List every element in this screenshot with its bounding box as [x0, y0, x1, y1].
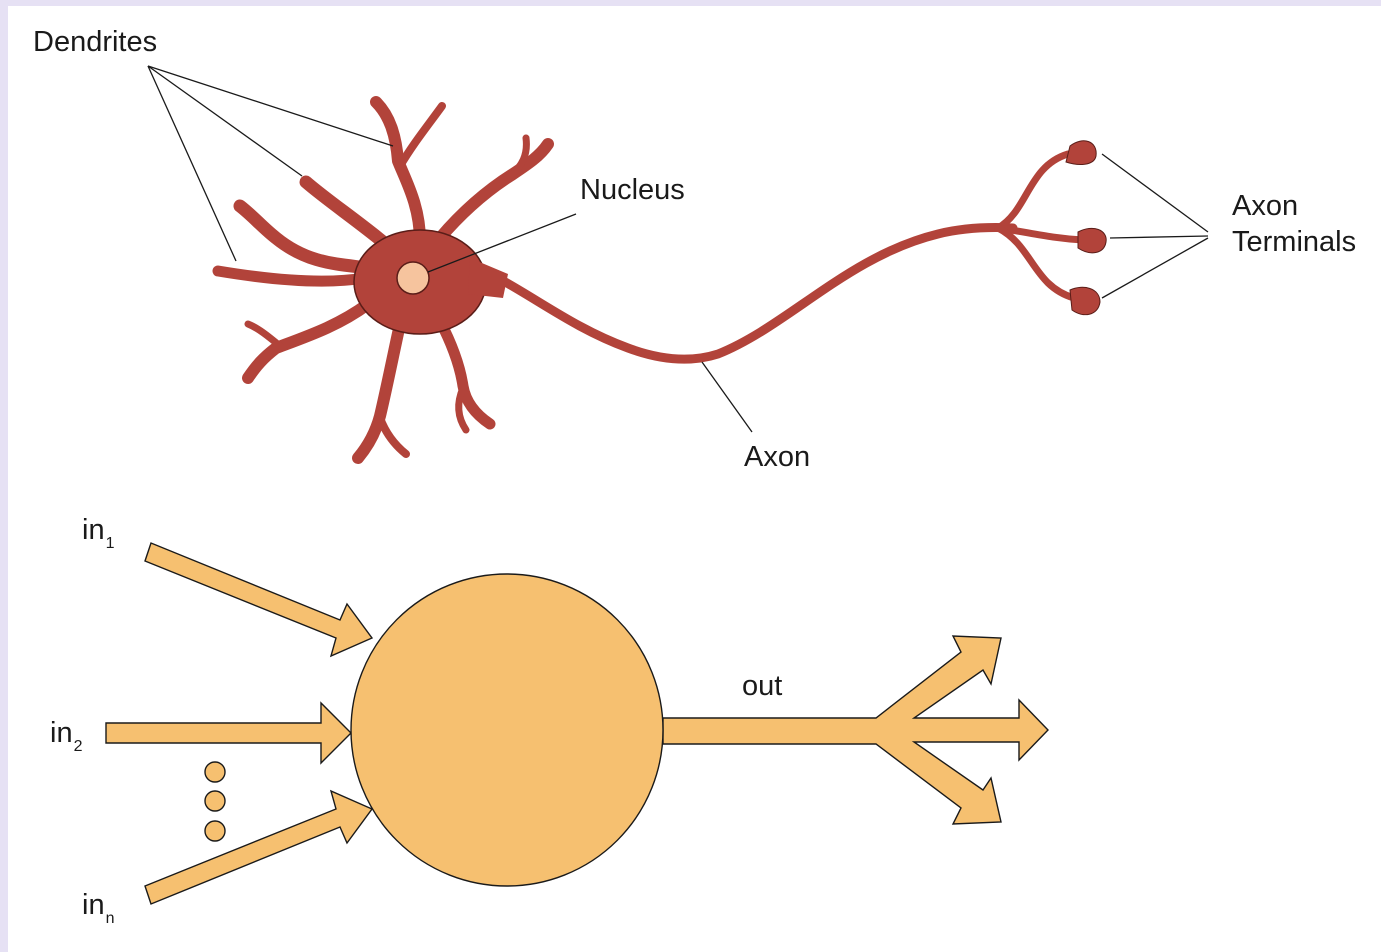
axon-terminals-label-line1: Axon	[1232, 188, 1356, 224]
input-n-sub: n	[106, 910, 115, 927]
dendrite-left-lower	[218, 271, 364, 281]
axon	[478, 228, 1013, 360]
terminal-bulb-top	[1066, 141, 1096, 165]
input-2-base: in	[50, 717, 73, 749]
artificial-neuron	[106, 543, 1048, 904]
dendrite-lower-left-branch	[248, 324, 280, 346]
dendrites-label: Dendrites	[33, 28, 157, 57]
leader-terminals-1	[1102, 154, 1208, 232]
input-1-sub: 1	[106, 535, 115, 552]
input-1-label: in1	[82, 516, 114, 552]
nucleus	[397, 262, 429, 294]
axon-hillock	[468, 258, 508, 298]
input-arrow-2	[106, 703, 351, 763]
axon-terminals-label-line2: Terminals	[1232, 224, 1356, 260]
input-n-base: in	[82, 889, 105, 921]
ellipsis-dot-2	[205, 791, 225, 811]
leader-dendrites-1	[148, 66, 393, 146]
dendrite-lower-left	[248, 304, 368, 378]
nucleus-label: Nucleus	[580, 176, 685, 205]
dendrite-top-branch	[400, 106, 442, 166]
leader-dendrites-2	[148, 66, 302, 176]
ellipsis-dot-3	[205, 821, 225, 841]
dendrite-upper-left	[306, 182, 388, 246]
input-2-label: in2	[50, 719, 82, 755]
leader-dendrites-3	[148, 66, 236, 261]
leader-terminals-2	[1110, 236, 1208, 238]
ellipsis-dot-1	[205, 762, 225, 782]
output-label: out	[742, 672, 782, 701]
terminal-bulb-bottom	[1070, 287, 1100, 314]
dendrite-upper-right	[440, 144, 548, 238]
dendrite-bottom-right	[440, 321, 490, 424]
terminal-branch-top	[998, 154, 1068, 228]
biological-neuron	[148, 66, 1208, 458]
input-1-base: in	[82, 514, 105, 546]
artificial-neuron-body	[351, 574, 663, 886]
input-arrow-1	[145, 543, 372, 656]
input-arrow-n	[145, 791, 372, 904]
leader-axon	[702, 362, 752, 432]
output-arrows	[663, 636, 1048, 824]
axon-terminals-label: Axon Terminals	[1232, 188, 1356, 261]
leader-lines	[148, 66, 1208, 432]
input-n-label: inn	[82, 891, 114, 927]
input-2-sub: 2	[74, 738, 83, 755]
leader-terminals-3	[1102, 238, 1208, 298]
diagram-canvas: Dendrites Nucleus Axon Axon Terminals in…	[8, 6, 1381, 952]
dendrite-top	[376, 102, 420, 241]
diagram-svg	[8, 6, 1381, 952]
axon-label: Axon	[744, 443, 810, 472]
dendrite-bottom-branch	[380, 418, 406, 454]
terminal-bulb-mid	[1078, 228, 1106, 252]
